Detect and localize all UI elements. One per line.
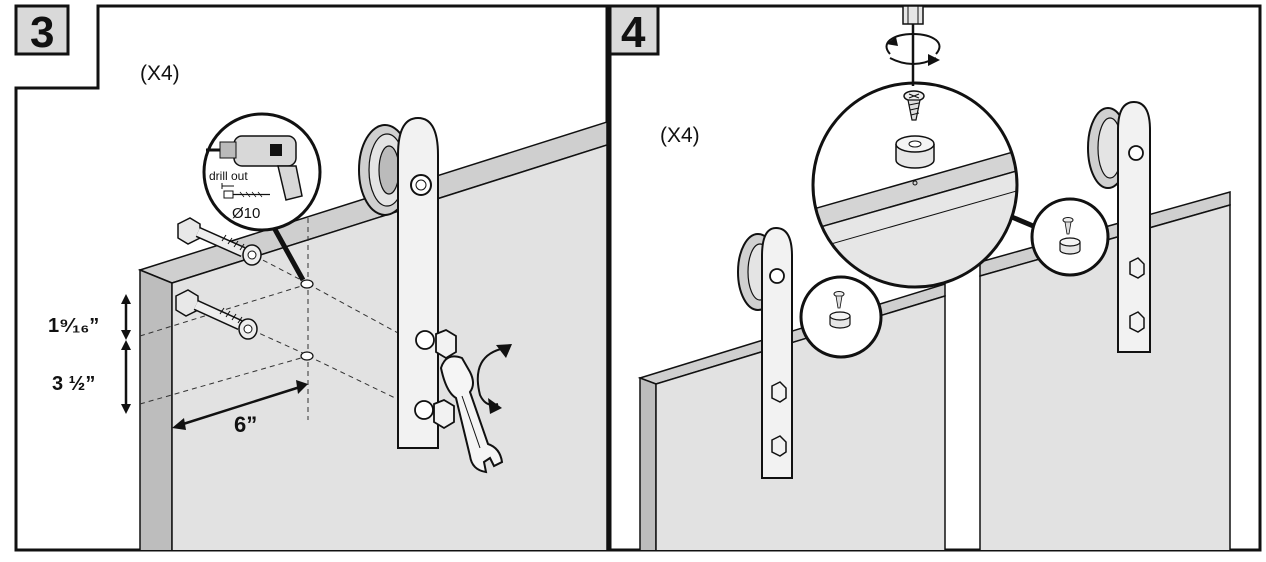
drill-hole-top xyxy=(300,279,314,289)
drill-icon xyxy=(206,135,303,201)
dimension-edge-offset: 6” xyxy=(234,412,257,437)
screwdriver-icon xyxy=(885,6,941,86)
dimension-bottom-spacing: 3 ½” xyxy=(52,373,95,395)
dimension-lines xyxy=(121,294,308,430)
step-4-number: 4 xyxy=(621,8,646,57)
screw-icon xyxy=(903,90,925,121)
spacer-callout-right xyxy=(1030,197,1110,277)
drill-size: Ø10 xyxy=(232,205,260,222)
step-3-number: 3 xyxy=(30,8,54,57)
wrench-icon xyxy=(439,344,512,474)
drill-label: drill out xyxy=(209,169,248,183)
hanger-strap xyxy=(358,116,457,449)
spacer-icon xyxy=(895,135,935,169)
hanger-strap-left xyxy=(737,226,793,479)
step-3-quantity: (X4) xyxy=(140,62,180,85)
bolt-bottom xyxy=(175,289,258,340)
drill-bit-icon xyxy=(223,190,270,199)
dimension-top-spacing: 1⁹⁄₁₆” xyxy=(48,315,99,337)
callout-leader xyxy=(269,222,306,282)
step-4-badge xyxy=(608,4,660,56)
drill-hole-bottom xyxy=(300,351,314,361)
step-4-quantity: (X4) xyxy=(660,124,700,147)
drill-callout: drill out Ø10 xyxy=(202,112,322,232)
magnifier-callout xyxy=(811,81,1019,289)
step-3-badge xyxy=(14,4,70,56)
hanger-strap-right xyxy=(1087,100,1151,353)
step-4-panel: 4 (X4) xyxy=(608,4,1262,552)
spacer-callout-left xyxy=(799,275,883,359)
bolt-top xyxy=(177,217,262,266)
step-3-panel: drill out Ø10 xyxy=(14,4,609,552)
